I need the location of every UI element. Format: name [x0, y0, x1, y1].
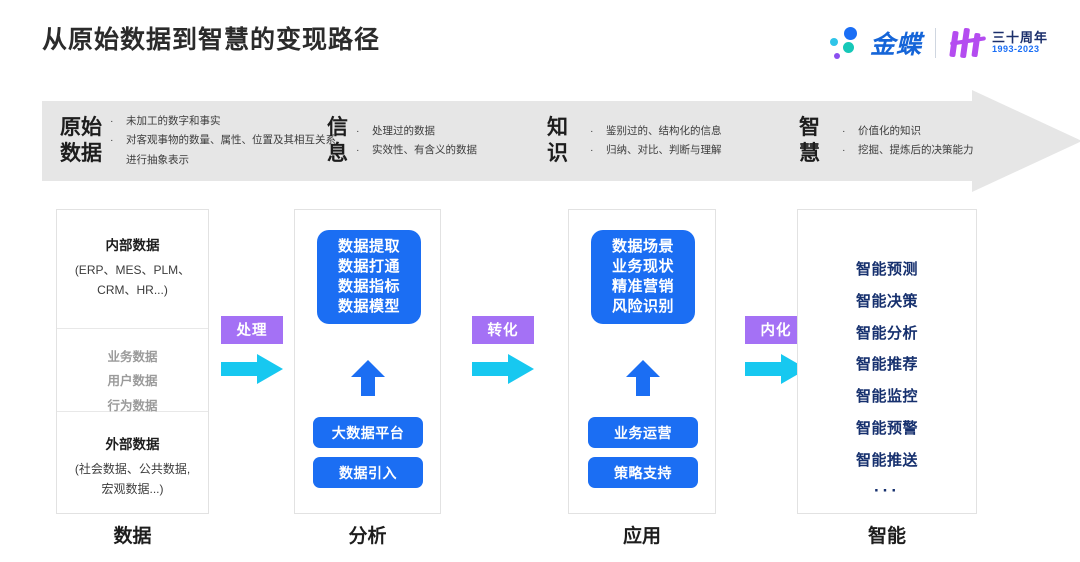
list-item: 智能推荐	[855, 356, 918, 374]
right-arrow-icon	[472, 354, 534, 384]
card-analysis: 数据提取 数据打通 数据指标 数据模型 大数据平台 数据引入	[294, 209, 441, 514]
page-title: 从原始数据到智慧的变现路径	[42, 26, 381, 54]
list-ellipsis: ···	[874, 480, 900, 500]
bullet-text: 未加工的数字和事实	[126, 114, 221, 127]
bullet-marker: ·	[590, 144, 594, 156]
bullet-marker: ·	[590, 124, 594, 137]
banner-segment-wisdom: 智 慧 · 价值化的知识 · 挖掘、提炼后的决策能力	[799, 101, 974, 181]
banner-segment-knowledge: 知 识 · 鉴别过的、结构化的信息 · 归纳、对比、判断与理解	[547, 101, 722, 181]
banner-segment-title: 知 识	[547, 115, 568, 165]
card-application: 数据场景 业务现状 精准营销 风险识别 业务运营 策略支持	[568, 209, 716, 514]
bullet-marker: ·	[110, 134, 114, 147]
logo-dots-icon	[826, 26, 866, 60]
banner-segment-bullets: · 价值化的知识 · 挖掘、提炼后的决策能力	[842, 122, 974, 161]
connector-label: 内化	[745, 316, 807, 344]
right-arrow-icon	[221, 354, 283, 384]
card-data-section-types: 业务数据 用户数据 行为数据	[57, 328, 208, 413]
right-arrow-icon	[745, 354, 807, 384]
application-pill-0[interactable]: 业务运营	[588, 417, 698, 448]
card-data-section-internal: 内部数据 (ERP、MES、PLM、 CRM、HR...)	[57, 210, 208, 328]
section-grey-list: 业务数据 用户数据 行为数据	[107, 350, 158, 413]
connector-label: 转化	[472, 316, 534, 344]
bullet-text: 对客观事物的数量、属性、位置及其相互关系进行抽象表示	[126, 134, 336, 166]
analysis-main-box[interactable]: 数据提取 数据打通 数据指标 数据模型	[317, 230, 421, 324]
anniversary-mark-icon	[949, 26, 987, 60]
list-item: 智能分析	[855, 324, 918, 342]
section-heading: 外部数据	[105, 437, 160, 452]
section-subtext: (社会数据、公共数据, 宏观数据...)	[74, 462, 191, 496]
intelligence-capability-list: 智能预测 智能决策 智能分析 智能推荐 智能监控 智能预警 智能推送 ···	[798, 254, 976, 504]
logo-divider	[934, 28, 936, 58]
card-data-section-external: 外部数据 (社会数据、公共数据, 宏观数据...)	[57, 411, 208, 513]
card-label-intelligence: 智能	[867, 526, 906, 547]
application-pill-1[interactable]: 策略支持	[588, 457, 698, 488]
card-label-data: 数据	[113, 526, 152, 547]
logo-brand-name: 金蝶	[869, 31, 922, 59]
banner-segment-information: 信 息 · 处理过的数据 · 实效性、有含义的数据	[327, 101, 477, 181]
analysis-pill-0[interactable]: 大数据平台	[313, 417, 423, 448]
bullet-marker: ·	[356, 124, 360, 137]
bullet-text: 处理过的数据	[372, 124, 435, 137]
bullet-marker: ·	[842, 124, 846, 137]
card-label-application: 应用	[622, 526, 661, 547]
banner-arrowhead-icon	[972, 90, 1080, 192]
bullet-marker: ·	[842, 144, 846, 156]
bullet-text: 鉴别过的、结构化的信息	[606, 124, 722, 137]
list-item: 智能监控	[855, 388, 918, 406]
banner-segment-raw-data: 原始 数据 · 未加工的数字和事实 · 对客观事物的数量、属性、位置及其相互关系进行…	[60, 101, 336, 181]
bullet-text: 价值化的知识	[858, 124, 921, 137]
card-intelligence: 智能预测 智能决策 智能分析 智能推荐 智能监控 智能预警 智能推送 ···	[797, 209, 977, 514]
up-arrow-icon	[626, 360, 660, 396]
banner-segment-bullets: · 处理过的数据 · 实效性、有含义的数据	[356, 122, 477, 161]
banner-segment-title: 信 息	[327, 115, 348, 165]
banner-segment-bullets: · 鉴别过的、结构化的信息 · 归纳、对比、判断与理解	[590, 122, 722, 161]
card-label-analysis: 分析	[348, 526, 387, 547]
banner-segment-title: 智 慧	[799, 115, 820, 165]
list-item: 智能决策	[855, 292, 918, 310]
connector-transformation: 转化	[472, 316, 534, 384]
analysis-pill-1[interactable]: 数据引入	[313, 457, 423, 488]
anniversary-years: 1993-2023	[991, 44, 1040, 55]
bullet-marker: ·	[110, 114, 114, 127]
connector-internalization: 内化	[745, 316, 807, 384]
up-arrow-icon	[351, 360, 385, 396]
banner-segment-bullets: · 未加工的数字和事实 · 对客观事物的数量、属性、位置及其相互关系进行抽象表示	[110, 112, 336, 170]
kingdee-logo: 金蝶 三十周年 1993-2023	[826, 22, 1048, 64]
application-main-box[interactable]: 数据场景 业务现状 精准营销 风险识别	[591, 230, 695, 324]
connector-processing: 处理	[221, 316, 283, 384]
bullet-marker: ·	[356, 144, 360, 156]
anniversary-label: 三十周年	[991, 30, 1048, 46]
anniversary-badge: 三十周年 1993-2023	[949, 26, 1048, 60]
banner-body	[42, 101, 980, 181]
maturity-arrow-banner: 原始 数据 · 未加工的数字和事实 · 对客观事物的数量、属性、位置及其相互关系进行…	[42, 90, 1080, 192]
section-subtext: (ERP、MES、PLM、 CRM、HR...)	[74, 263, 191, 297]
card-data: 内部数据 (ERP、MES、PLM、 CRM、HR...) 业务数据 用户数据 …	[56, 209, 209, 514]
bullet-text: 归纳、对比、判断与理解	[606, 144, 722, 156]
banner-segment-title: 原始 数据	[60, 115, 102, 165]
list-item: 智能推送	[855, 451, 918, 469]
bullet-text: 实效性、有含义的数据	[372, 144, 477, 156]
bullet-text: 挖掘、提炼后的决策能力	[858, 144, 974, 156]
list-item: 智能预测	[855, 261, 918, 278]
section-heading: 内部数据	[105, 238, 160, 253]
list-item: 智能预警	[855, 419, 918, 437]
connector-label: 处理	[221, 316, 283, 344]
